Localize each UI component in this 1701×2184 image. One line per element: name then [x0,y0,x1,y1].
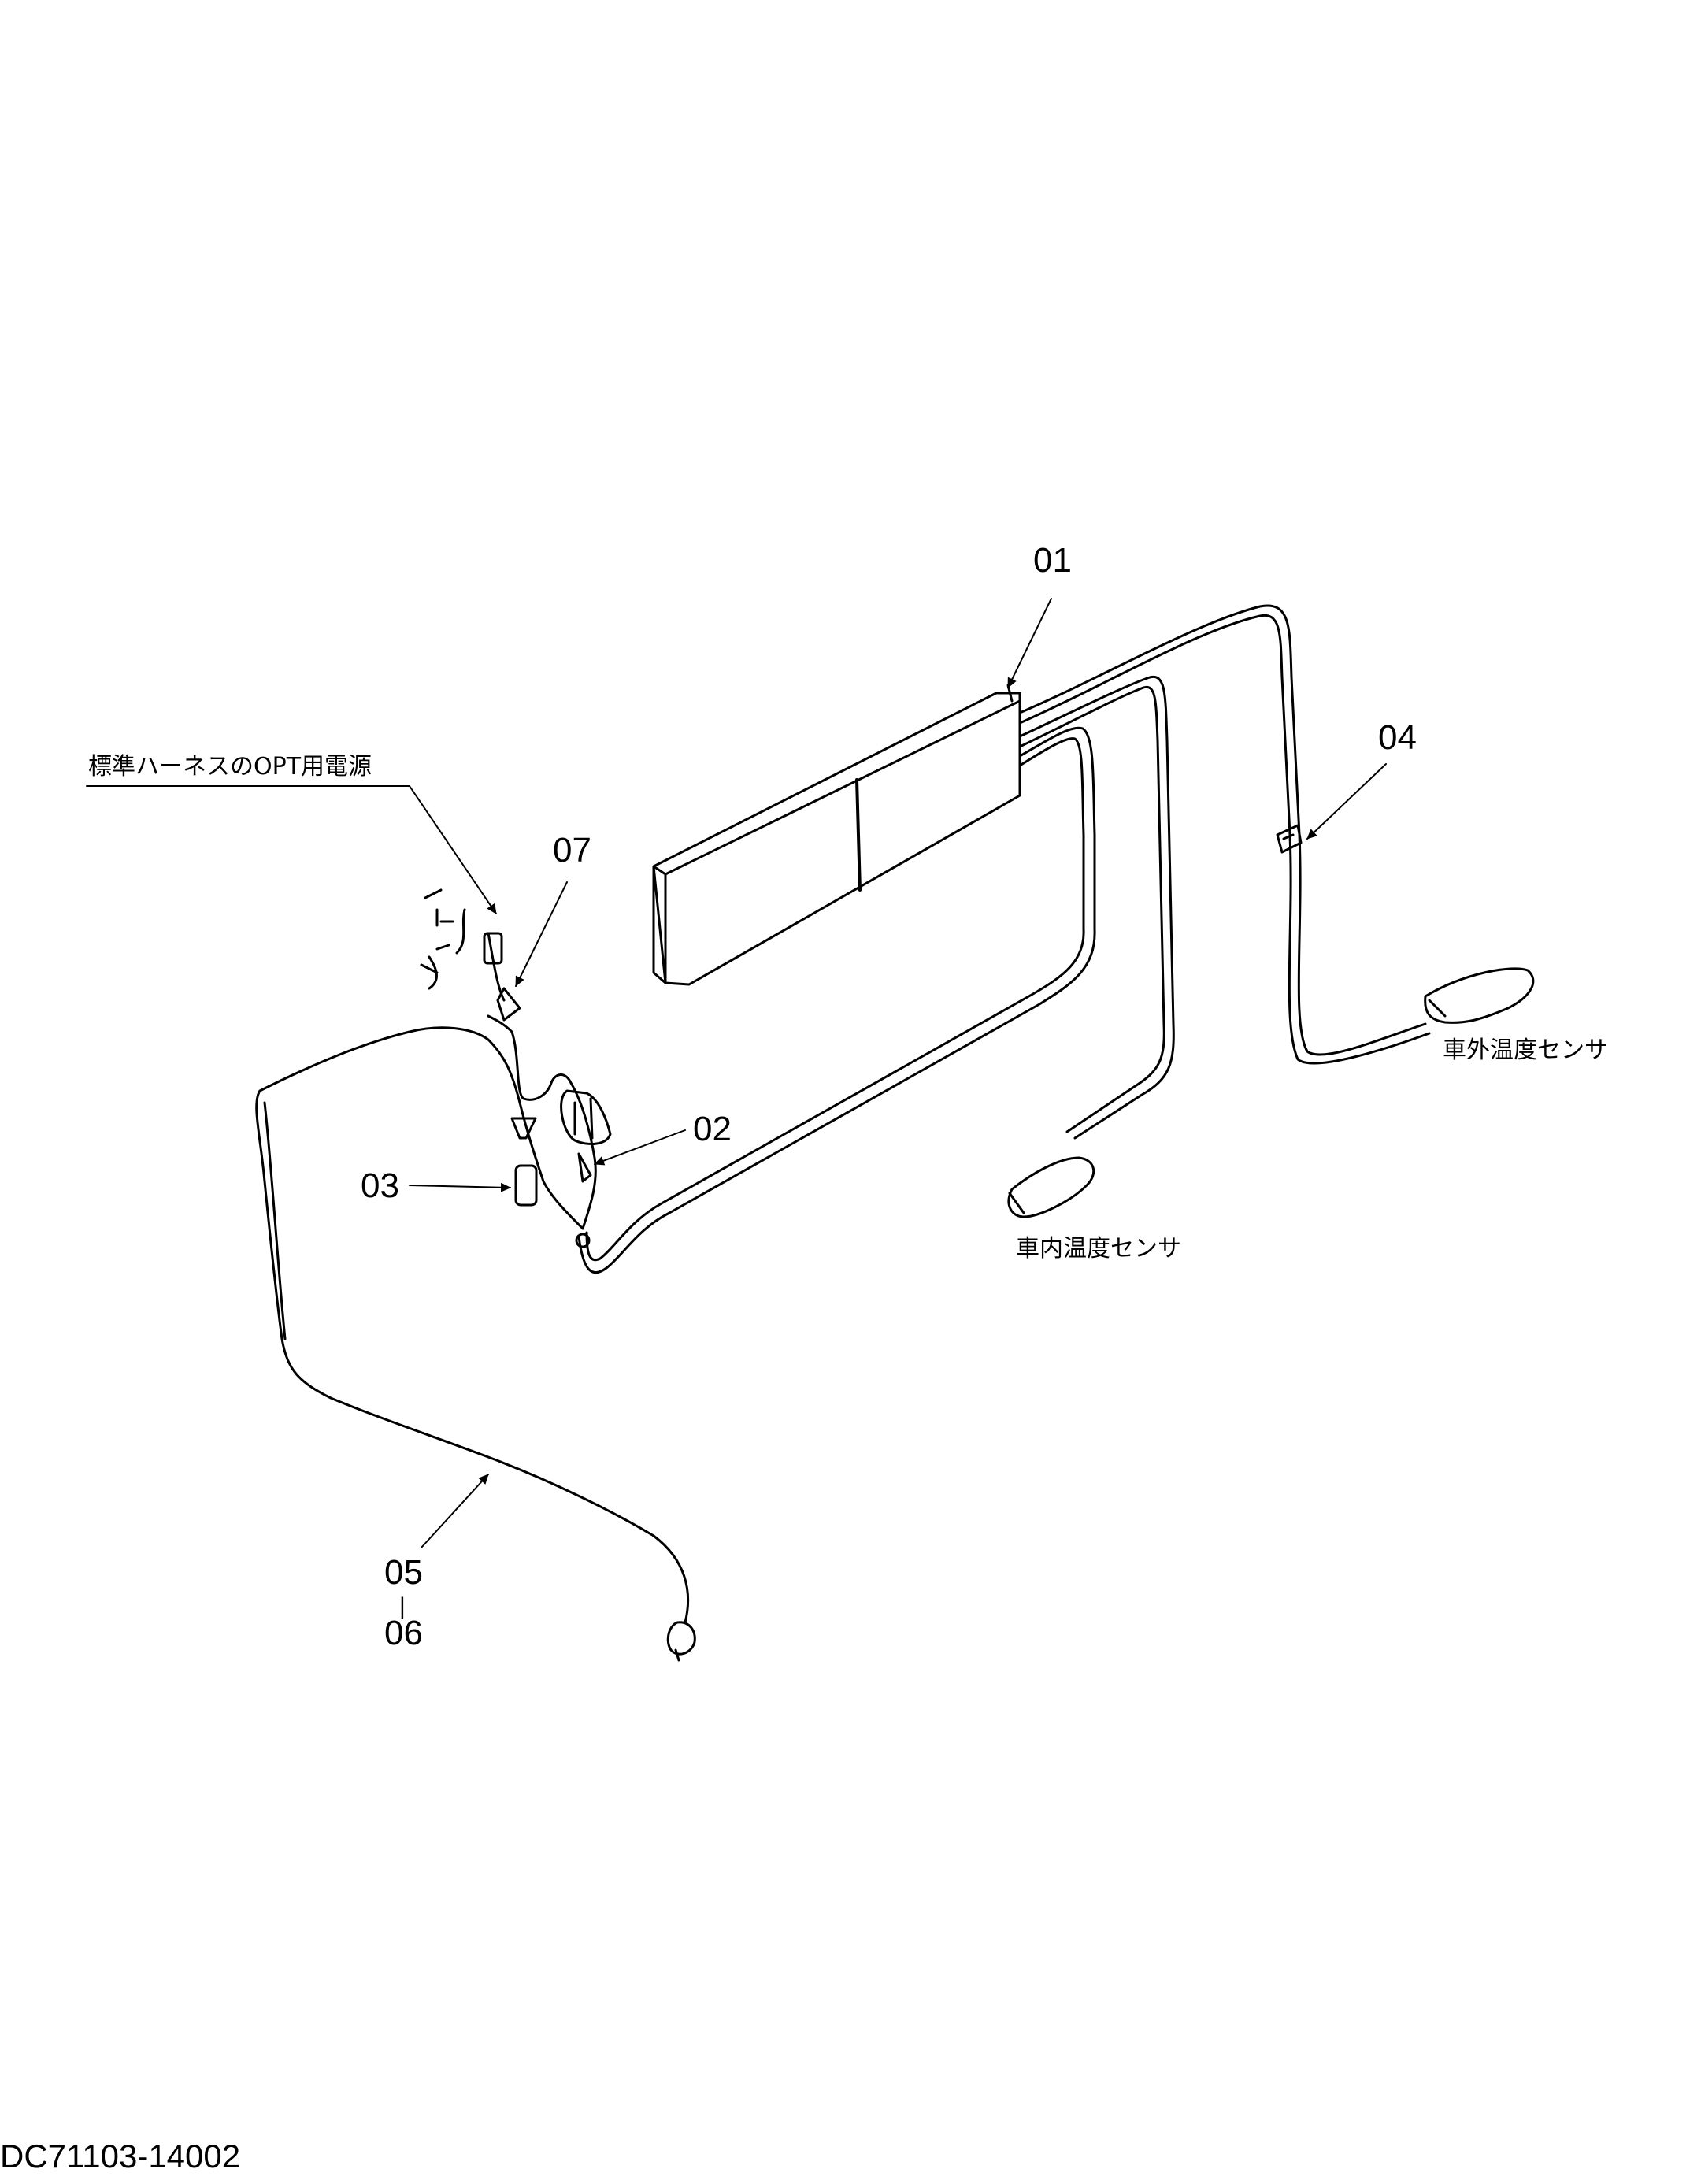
harness-to-inside-sensor [1007,675,1175,1218]
leader-07 [515,881,568,987]
callout-01: 01 [1033,541,1072,580]
callout-07: 07 [553,831,591,870]
connectors [420,888,612,1248]
leader-01 [1007,598,1052,688]
connector-03-tube [514,1164,538,1207]
harness-left-branch [258,932,597,1230]
connector-07-cone [496,987,521,1022]
long-harness [255,1089,696,1662]
junction-clip [575,1233,591,1248]
leader-04 [1306,763,1387,840]
connector-07-upper [483,932,503,965]
clip-04 [1276,824,1303,854]
label-opt-power-source: 標準ハーネスのOPT用電源 [88,753,372,781]
callout-05-06-separator: | [399,1593,406,1619]
callout-05: 05 [384,1553,423,1592]
callout-04: 04 [1378,718,1417,757]
callout-02: 02 [693,1110,732,1148]
callout-03: 03 [361,1166,399,1205]
connector-03-funnel [510,1117,537,1140]
leader-03 [409,1182,511,1192]
document-id: DC71103-14002 [0,2138,241,2175]
leader-lines [86,598,1387,1548]
inside-temp-sensor-body [1007,1156,1095,1218]
opt-power-source-sketch [420,908,466,990]
leader-power-source [86,785,497,914]
harness-main-loop [577,726,1096,1274]
harness-to-outside-sensor [1018,604,1535,1065]
outside-temp-sensor-body [1424,967,1535,1024]
control-panel-unit [652,684,1021,986]
label-inside-temp-sensor: 車内温度センサ [1016,1235,1181,1263]
connector-02-upper [560,1089,612,1145]
callout-06: 06 [384,1614,423,1652]
leader-05 [421,1474,489,1548]
leader-02 [594,1129,686,1166]
harness-terminal [666,1621,696,1656]
connector-02-cone [577,1152,592,1183]
label-outside-temp-sensor: 車外温度センサ [1443,1036,1608,1064]
